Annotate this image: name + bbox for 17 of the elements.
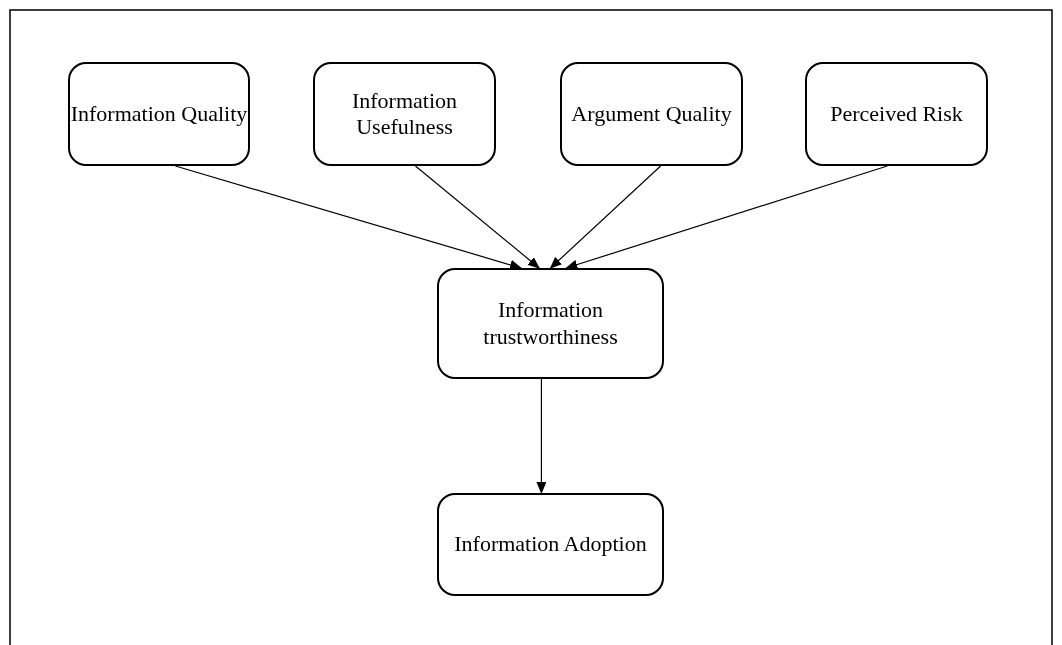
arrow: [174, 165, 522, 270]
node-label: Information Quality: [70, 100, 248, 128]
node-label: Information Adoption: [454, 531, 647, 558]
arrow: [565, 165, 888, 270]
process-box: [560, 62, 743, 166]
node-label: Information Usefulness: [350, 87, 459, 141]
process-box: [805, 62, 988, 166]
arrow: [549, 165, 662, 269]
node-label: Information trustworthiness: [482, 297, 619, 350]
process-box: [437, 493, 664, 596]
process-box: [313, 62, 496, 166]
node-label: Perceived Risk: [830, 100, 963, 128]
arrow: [414, 165, 540, 269]
process-box: [437, 268, 664, 379]
process-box: [68, 62, 250, 166]
arrow: [536, 378, 547, 494]
node-label: Argument Quality: [571, 100, 732, 128]
